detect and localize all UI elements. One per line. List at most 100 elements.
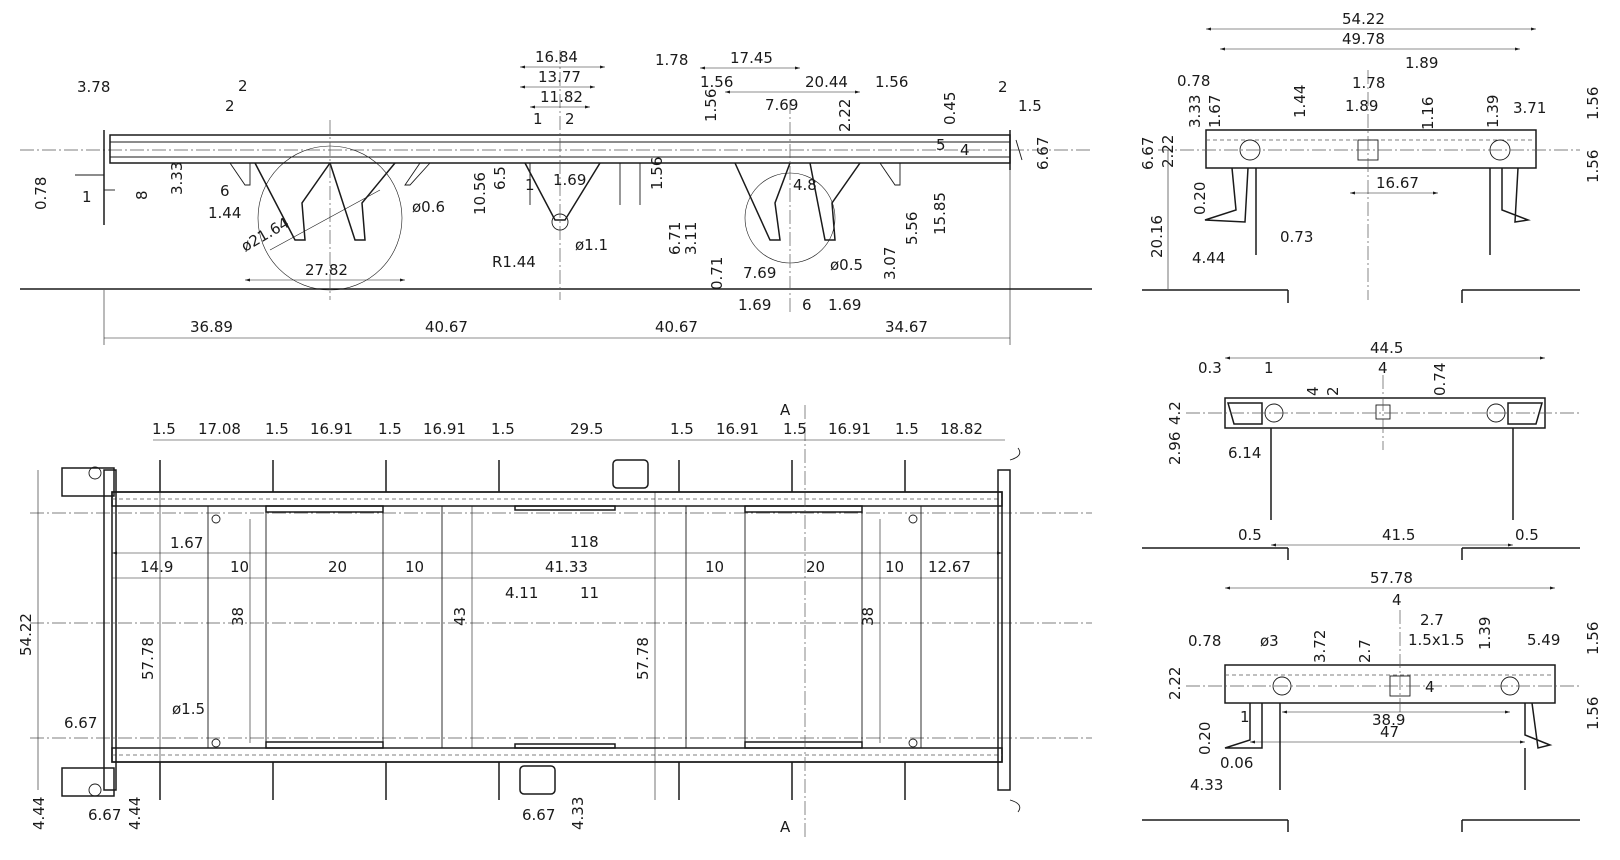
plan-spacing-6: 16.91: [423, 420, 466, 438]
side-left-dim-4: 3.33: [168, 162, 186, 195]
side-left-dim-5: 6: [220, 182, 230, 200]
plan-plate-2: [744, 505, 863, 513]
end-bot-dim-12: 2.22: [1166, 667, 1184, 700]
side-mid-dim-21: 5: [936, 136, 946, 154]
plan-spacing-8: 29.5: [570, 420, 603, 438]
side-mid-dim-19: 15.85: [931, 192, 949, 235]
end-bot-dim-6: 3.72: [1311, 630, 1329, 663]
side-dim-17: 0.45: [941, 92, 959, 125]
end-top-dim-4: 1.78: [1352, 74, 1385, 92]
side-mid-dim-14: 0.71: [708, 257, 726, 290]
end-top-dim-19: 20.16: [1148, 215, 1166, 258]
plan-int-8: 10: [705, 558, 724, 576]
side-bottom-dim-4: 36.89: [190, 318, 233, 336]
plan-plate-1: [265, 505, 384, 513]
side-dim-19: 1.5: [1018, 97, 1042, 115]
end-bot-dim-15: 1.56: [1584, 697, 1602, 730]
plan-frame: [111, 491, 1003, 763]
side-dim-6: 11.82: [540, 88, 583, 106]
side-dim-14: 1.56: [702, 89, 720, 122]
end-view-middle: 44.5 0.3 1 4 4 2 0.74 4.2 2.96 6.14 0.5 …: [1142, 339, 1580, 560]
side-bottom-dim-7: 34.67: [885, 318, 928, 336]
end-bot-dim-7: 2.7: [1356, 639, 1374, 663]
end-bot-dim-11: 1.56: [1584, 622, 1602, 655]
hanger-2: [329, 162, 396, 241]
side-dim-8: 2: [565, 110, 575, 128]
hanger-5: [809, 162, 861, 241]
end-bot-dim-4: 0.78: [1188, 632, 1221, 650]
plan-int-5: 20: [328, 558, 347, 576]
plan-left-1: 54.22: [17, 613, 35, 656]
side-dim-15: 7.69: [765, 96, 798, 114]
end-top-dim-14: 6.67: [1139, 137, 1157, 170]
end-view-top: 54.22 49.78 1.89 1.78 0.78 1.89 3.33 1.6…: [1139, 10, 1602, 303]
side-mid-dim-12: 6.71: [666, 222, 684, 255]
plan-int-11: 12.67: [928, 558, 971, 576]
plan-lug-bottom: [519, 765, 556, 795]
hanger-1: [254, 162, 331, 241]
end-bot-dim-14: 38.9: [1372, 711, 1405, 729]
end-mid-dim-2: 0.3: [1198, 359, 1222, 377]
side-dim-13: 1.56: [875, 73, 908, 91]
side-bottom-dim-5: 40.67: [425, 318, 468, 336]
side-mid-dim-17: 3.07: [881, 247, 899, 280]
plan-int-18: 57.78: [634, 637, 652, 680]
section-mark-top: A: [780, 401, 791, 419]
plan-spacing-4: 16.91: [310, 420, 353, 438]
side-dim-11: 1.56: [700, 73, 733, 91]
side-mid-dim-18: 5.56: [903, 212, 921, 245]
side-left-dim-6: 1.44: [208, 204, 241, 222]
end-top-dim-2: 49.78: [1342, 30, 1385, 48]
plan-end-right: [997, 469, 1011, 791]
end-bot-dim-2: 4: [1392, 591, 1402, 609]
plan-int-15: 43: [451, 607, 469, 626]
plan-int-7: 41.33: [545, 558, 588, 576]
plan-int-10: 10: [885, 558, 904, 576]
plan-spacing-11: 1.5: [783, 420, 807, 438]
side-dim-5: 13.77: [538, 68, 581, 86]
end-mid-dim-4: 4: [1378, 359, 1388, 377]
plan-spacing-12: 16.91: [828, 420, 871, 438]
side-mid-dim-9: R1.44: [492, 253, 536, 271]
end-top-beam: [1205, 129, 1537, 169]
side-bottom-dim-1: 1.69: [738, 296, 771, 314]
plan-int-19: ø1.5: [172, 700, 205, 718]
plan-int-14: 38: [229, 607, 247, 626]
plan-buffer-bottom: [61, 767, 115, 797]
end-top-dim-12: 3.71: [1513, 99, 1546, 117]
end-view-bottom: 57.78 4 2.7 0.78 ø3 3.72 2.7 1.5x1.5 1.3…: [1142, 569, 1602, 832]
end-bot-dim-20: 4.33: [1190, 776, 1223, 794]
plan-int-3: 14.9: [140, 558, 173, 576]
end-top-dim-16: 16.67: [1376, 174, 1419, 192]
side-dim-7: 1: [533, 110, 543, 128]
side-bottom-dim-2: 6: [802, 296, 812, 314]
side-mid-dim-4: 1.69: [553, 171, 586, 189]
plan-int-16: 38: [859, 607, 877, 626]
end-bot-dim-18: 47: [1380, 723, 1399, 741]
end-top-dim-13: 1.56: [1584, 87, 1602, 120]
hanger-3: [524, 162, 601, 221]
plan-int-9: 20: [806, 558, 825, 576]
plan-bottom-1: 6.67: [522, 806, 555, 824]
end-bottom-beam: [1224, 664, 1556, 704]
side-view: 3.78 2 2 16.84 13.77 11.82 1 2 1.78 17.4…: [20, 48, 1092, 345]
end-mid-dim-12: 41.5: [1382, 526, 1415, 544]
plan-int-13: 11: [580, 584, 599, 602]
end-bot-dim-13: 4: [1425, 678, 1435, 696]
end-top-dim-8: 1.67: [1206, 95, 1224, 128]
plan-spacing-1: 1.5: [152, 420, 176, 438]
end-mid-dim-6: 2: [1324, 386, 1342, 396]
end-bot-dim-17: 1: [1240, 708, 1250, 726]
side-bottom-dim-6: 40.67: [655, 318, 698, 336]
plan-buffer-top: [61, 467, 115, 497]
side-left-dim-3: 8: [133, 190, 151, 200]
end-bot-dim-9: 1.39: [1476, 617, 1494, 650]
side-bottom-dim-3: 1.69: [828, 296, 861, 314]
end-mid-dim-9: 2.96: [1166, 432, 1184, 465]
plan-spacing-14: 18.82: [940, 420, 983, 438]
side-mid-dim-1: 10.56: [471, 172, 489, 215]
side-mid-dim-6: ø0.6: [412, 198, 445, 216]
end-top-dim-3: 1.89: [1405, 54, 1438, 72]
side-dim-1: 3.78: [77, 78, 110, 96]
end-bot-dim-10: 5.49: [1527, 631, 1560, 649]
